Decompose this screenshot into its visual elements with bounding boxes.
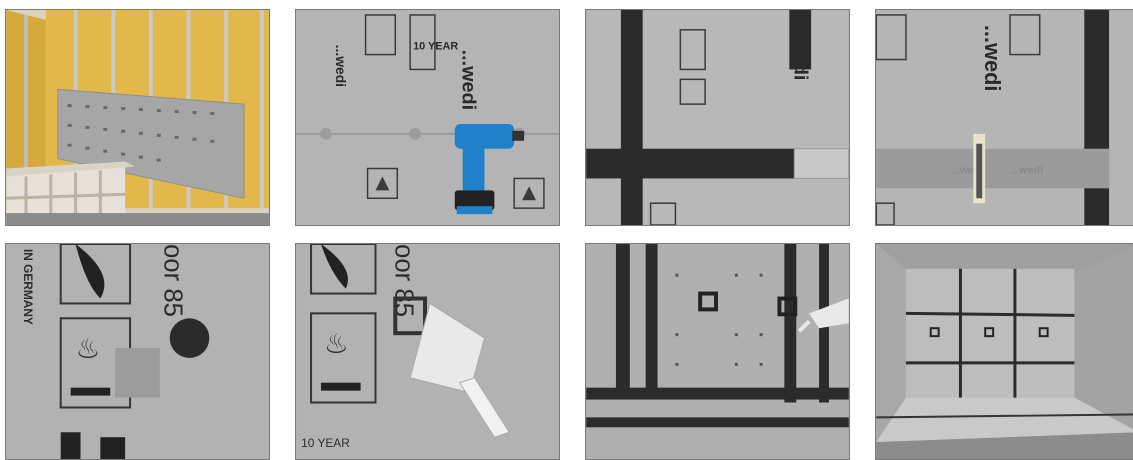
trowel-scene: oor 85 ♨ 10 YEAR bbox=[296, 244, 559, 459]
brand-logo-small: ...wedi bbox=[333, 45, 349, 87]
insulation-scene bbox=[6, 10, 269, 225]
seam-scene: ...wedi bbox=[586, 10, 849, 225]
step-8-finished-room-tile bbox=[875, 243, 1133, 460]
product-label: oor 85 bbox=[159, 244, 187, 317]
patch-scene: IN GERMANY oor 85 ♨ bbox=[6, 244, 269, 459]
steam-icon: ♨ bbox=[76, 333, 101, 364]
made-in-label: IN GERMANY bbox=[21, 249, 35, 325]
year-badge: 10 YEAR bbox=[413, 41, 458, 53]
corner-scene bbox=[586, 244, 849, 459]
step-6-trowel-tile: oor 85 ♨ 10 YEAR bbox=[295, 243, 560, 460]
step-4-tape-tile: ...wedi ...wedi ...wedi bbox=[875, 9, 1133, 226]
tape-scene: ...wedi ...wedi ...wedi bbox=[876, 10, 1133, 225]
step-2-drill-tile: ...wedi ...wedi 10 YEAR bbox=[295, 9, 560, 226]
step-7-corner-tile bbox=[585, 243, 850, 460]
tape-brand: ...wedi bbox=[1010, 164, 1043, 176]
brand-logo: ...wedi bbox=[980, 25, 1005, 92]
brand-logo: ...wedi bbox=[458, 50, 480, 111]
finished-room-scene bbox=[876, 244, 1133, 459]
year-badge: 10 YEAR bbox=[301, 436, 350, 450]
step-1-insulation-tile bbox=[5, 9, 270, 226]
drill-scene: ...wedi ...wedi 10 YEAR bbox=[296, 10, 559, 225]
step-3-seam-tile: ...wedi bbox=[585, 9, 850, 226]
step-5-patch-tile: IN GERMANY oor 85 ♨ bbox=[5, 243, 270, 460]
steam-icon: ♨ bbox=[324, 328, 349, 359]
brand-logo: ...wedi bbox=[789, 20, 811, 81]
